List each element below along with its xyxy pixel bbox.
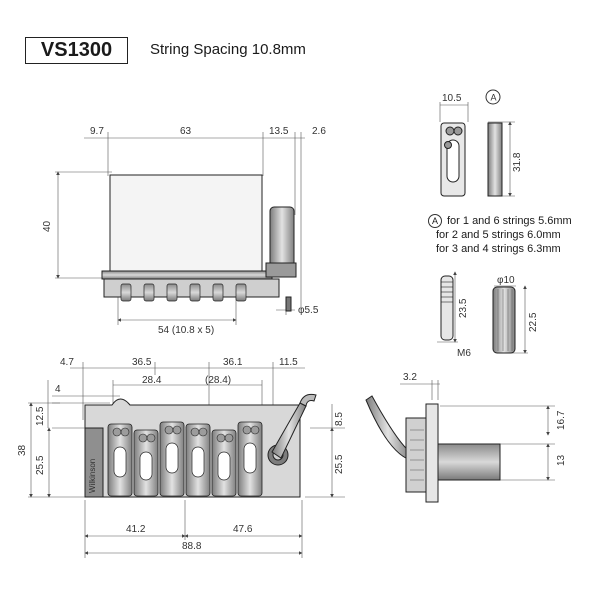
screw-dim-length: 23.5 xyxy=(458,298,469,318)
arm-dim-3-2: 3.2 xyxy=(403,372,417,383)
top-dim-36-5: 36.5 xyxy=(132,357,152,368)
arm-dim-13: 13 xyxy=(556,454,567,466)
top-dim-4-7: 4.7 xyxy=(60,357,74,368)
top-dim-28-4: 28.4 xyxy=(142,375,162,386)
side-dim-9-7: 9.7 xyxy=(90,126,104,137)
side-view-bridge xyxy=(101,174,297,312)
side-dim-13-5: 13.5 xyxy=(269,126,289,137)
top-dim-47-6: 47.6 xyxy=(233,524,253,535)
arm-dim-16-7: 16.7 xyxy=(556,410,567,430)
top-dim-25-5-right: 25.5 xyxy=(334,454,345,474)
top-dim-4: 4 xyxy=(55,384,61,395)
top-dim-38: 38 xyxy=(17,444,28,456)
screw-dim-thread: M6 xyxy=(457,348,471,359)
top-view-bridge: Wilkinson xyxy=(84,393,317,498)
side-dim-2-6: 2.6 xyxy=(312,126,326,137)
top-dim-25-5-left: 25.5 xyxy=(35,455,46,475)
note-marker-icon: A xyxy=(428,214,442,228)
saddle-dim-height: 31.8 xyxy=(512,152,523,172)
top-dim-11-5: 11.5 xyxy=(279,357,298,368)
side-dim-post-dia: φ5.5 xyxy=(298,305,319,316)
top-dim-12-5: 12.5 xyxy=(35,406,46,426)
screw-view xyxy=(440,275,516,354)
note-text-1: for 1 and 6 strings 5.6mm xyxy=(447,215,572,227)
top-dim-28-4-ref: (28.4) xyxy=(205,375,231,386)
top-dim-8-5: 8.5 xyxy=(334,412,345,426)
saddle-dim-width: 10.5 xyxy=(442,93,462,104)
side-dim-40: 40 xyxy=(42,220,53,232)
note-text-3: for 3 and 4 strings 6.3mm xyxy=(436,243,561,255)
side-dim-spacing: 54 (10.8 x 5) xyxy=(158,325,214,336)
string-spacing-title: String Spacing 10.8mm xyxy=(150,41,306,58)
top-dim-41-2: 41.2 xyxy=(126,524,146,535)
arm-view xyxy=(365,395,501,503)
model-label: VS1300 xyxy=(25,37,128,64)
saddle-view xyxy=(440,89,503,197)
note-text-2: for 2 and 5 strings 6.0mm xyxy=(436,229,561,241)
top-view-logo: Wilkinson xyxy=(88,459,97,493)
screw-dim-knob: 22.5 xyxy=(528,312,539,332)
top-dim-36-1: 36.1 xyxy=(223,357,243,368)
screw-dim-dia: φ10 xyxy=(497,275,515,286)
saddle-marker-icon: A xyxy=(491,93,497,103)
side-dim-63: 63 xyxy=(180,126,192,137)
top-dim-88-8: 88.8 xyxy=(182,541,202,552)
